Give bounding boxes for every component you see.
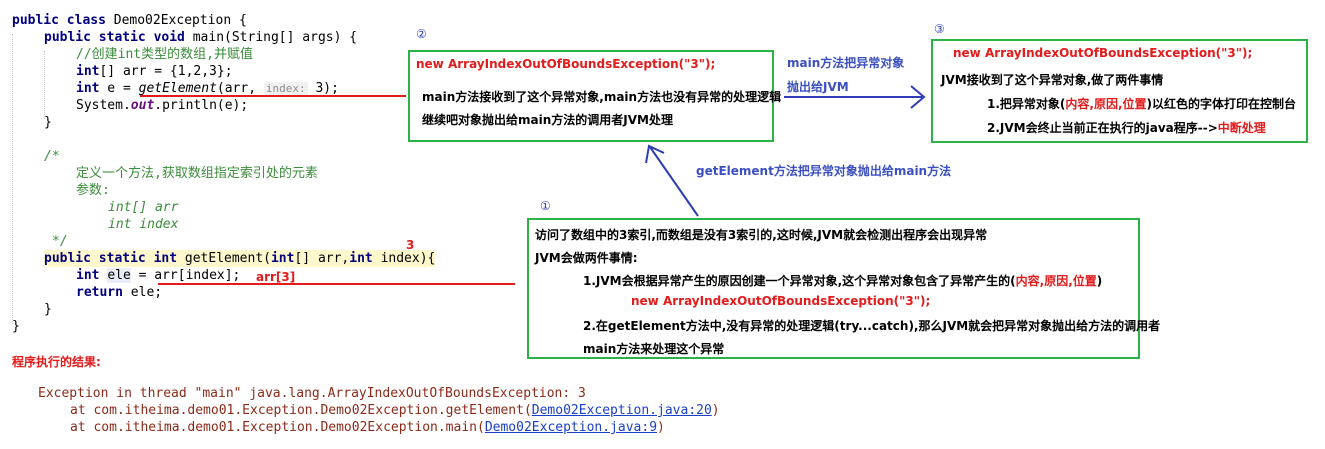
box1-text: ): [1096, 274, 1103, 288]
box2-exception: new ArrayIndexOutOfBoundsException("3");: [416, 57, 716, 71]
keyword: public static int: [44, 251, 178, 266]
code-brace: }: [44, 302, 52, 317]
code-line-call: int e = getElement(arr, index: 3);: [76, 80, 339, 97]
code-comment: //创建int类型的数组,并赋值: [76, 47, 253, 62]
code-comment: 定义一个方法,获取数组指定索引处的元素: [76, 166, 318, 181]
code-text: [] arr = {1,2,3};: [99, 64, 233, 79]
code-line-print: System.out.println(e);: [76, 97, 248, 114]
stack-text: ): [657, 420, 665, 435]
indent-guide: [12, 34, 13, 324]
code-line-return: return ele;: [76, 284, 162, 301]
box3-red-text: 内容,原因,位置: [1065, 97, 1147, 111]
box-jvm: new ArrayIndexOutOfBoundsException("3");…: [931, 39, 1308, 143]
code-line-main: public static void main(String[] args) {: [44, 29, 357, 46]
keyword: int: [270, 251, 295, 266]
box2-line: main方法接收到了这个异常对象,main方法也没有异常的处理逻辑: [422, 90, 782, 104]
code-comment: */: [52, 234, 68, 249]
box1-line: main方法来处理这个异常: [583, 342, 725, 356]
box3-text: )以红色的字体打印在控制台: [1146, 97, 1297, 111]
box1-line: JVM会做两件事情:: [535, 251, 638, 265]
code-text: 3);: [307, 81, 339, 96]
output-exception-line: Exception in thread "main" java.lang.Arr…: [38, 386, 586, 401]
arr-index-label: arr[3]: [256, 270, 296, 284]
keyword: return: [76, 285, 123, 300]
code-line-ele: int ele = arr[index];: [76, 267, 240, 284]
keyword: int: [76, 64, 100, 79]
keyword: int: [349, 251, 373, 266]
code-line-array: int[] arr = {1,2,3};: [76, 63, 233, 80]
variable: ele: [107, 268, 131, 283]
code-text: [] arr,: [294, 251, 350, 266]
box1-exception: new ArrayIndexOutOfBoundsException("3");: [631, 294, 931, 308]
label-main-to-jvm-1: main方法把异常对象: [787, 56, 905, 70]
code-text: System.: [76, 98, 131, 113]
blue-arrowhead-main: [645, 144, 665, 164]
code-text: = arr[index];: [130, 268, 241, 283]
stack-text: at com.itheima.demo01.Exception.Demo02Ex…: [70, 403, 532, 418]
step-badge-3: ③: [934, 22, 945, 36]
step-badge-2: ②: [416, 27, 427, 41]
box1-line: 1.JVM会根据异常产生的原因创建一个异常对象,这个异常对象包含了异常产生的(内…: [583, 272, 1102, 289]
output-stack-line: at com.itheima.demo01.Exception.Demo02Ex…: [70, 420, 665, 435]
box3-exception: new ArrayIndexOutOfBoundsException("3");: [953, 46, 1253, 60]
code-brace: }: [44, 115, 52, 130]
code-text: main(String[] args) {: [184, 30, 358, 45]
keyword: int: [76, 268, 100, 283]
param-hint: index:: [263, 82, 308, 95]
box3-text: 1.把异常对象(: [987, 97, 1066, 111]
code-text: .println(e);: [154, 98, 249, 113]
box2-line: 继续吧对象抛出给main方法的调用者JVM处理: [422, 113, 673, 127]
box3-red-text: 中断处理: [1217, 121, 1266, 135]
keyword: public class: [12, 13, 106, 28]
box-getelement: 访问了数组中的3索引,而数组是没有3索引的,这时候,JVM就会检测出程序会出现异…: [527, 218, 1160, 359]
blue-arrow-get-to-main: [649, 146, 699, 217]
static-field: out: [130, 98, 155, 113]
code-line-getelement: public static int getElement(int[] arr,i…: [44, 250, 436, 267]
code-comment: 参数:: [76, 183, 110, 198]
box3-text: 2.JVM会终止当前正在执行的java程序-->: [987, 121, 1218, 135]
box-main-method: new ArrayIndexOutOfBoundsException("3");…: [408, 50, 781, 142]
result-title: 程序执行的结果:: [12, 355, 101, 369]
keyword: public static void: [44, 30, 185, 45]
output-stack-line: at com.itheima.demo01.Exception.Demo02Ex…: [70, 403, 720, 418]
box1-red-text: 内容,原因,位置: [1015, 274, 1097, 288]
label-getelement-to-main: getElement方法把异常对象抛出给main方法: [696, 164, 952, 178]
code-text: getElement(: [177, 251, 271, 266]
code-text: index){: [372, 251, 436, 266]
stack-text: ): [711, 403, 720, 418]
code-text: Demo02Exception {: [105, 13, 247, 28]
box1-text: 1.JVM会根据异常产生的原因创建一个异常对象,这个异常对象包含了异常产生的(: [583, 274, 1016, 288]
code-comment: int index: [108, 217, 179, 232]
blue-arrowhead-jvm: [910, 85, 926, 109]
stack-text: at com.itheima.demo01.Exception.Demo02Ex…: [70, 420, 485, 435]
label-main-to-jvm-2: 抛出给JVM: [787, 80, 849, 94]
keyword: int: [76, 81, 100, 96]
code-brace: }: [12, 319, 20, 334]
index-number-label: 3: [406, 238, 415, 252]
step-badge-1: ①: [540, 199, 551, 213]
box3-line: 1.把异常对象(内容,原因,位置)以红色的字体打印在控制台: [987, 95, 1296, 112]
code-line-class: public class Demo02Exception {: [12, 12, 247, 29]
stack-link-getelement[interactable]: Demo02Exception.java:20: [531, 403, 712, 418]
code-text: (arr,: [216, 81, 264, 96]
indent-guide: [44, 51, 45, 119]
box1-line: 访问了数组中的3索引,而数组是没有3索引的,这时候,JVM就会检测出程序会出现异…: [535, 228, 988, 242]
code-comment: int[] arr: [108, 200, 179, 215]
box1-line: 2.在getElement方法中,没有异常的处理逻辑(try...catch),…: [583, 319, 1161, 333]
stack-link-main[interactable]: Demo02Exception.java:9: [484, 420, 658, 435]
box3-line: JVM接收到了这个异常对象,做了两件事情: [941, 73, 1164, 87]
code-text: e =: [99, 81, 139, 96]
box3-line: 2.JVM会终止当前正在执行的java程序-->中断处理: [987, 119, 1266, 136]
code-text: ele;: [122, 285, 163, 300]
code-comment: /*: [44, 149, 60, 164]
method-call: getElement: [138, 81, 217, 96]
